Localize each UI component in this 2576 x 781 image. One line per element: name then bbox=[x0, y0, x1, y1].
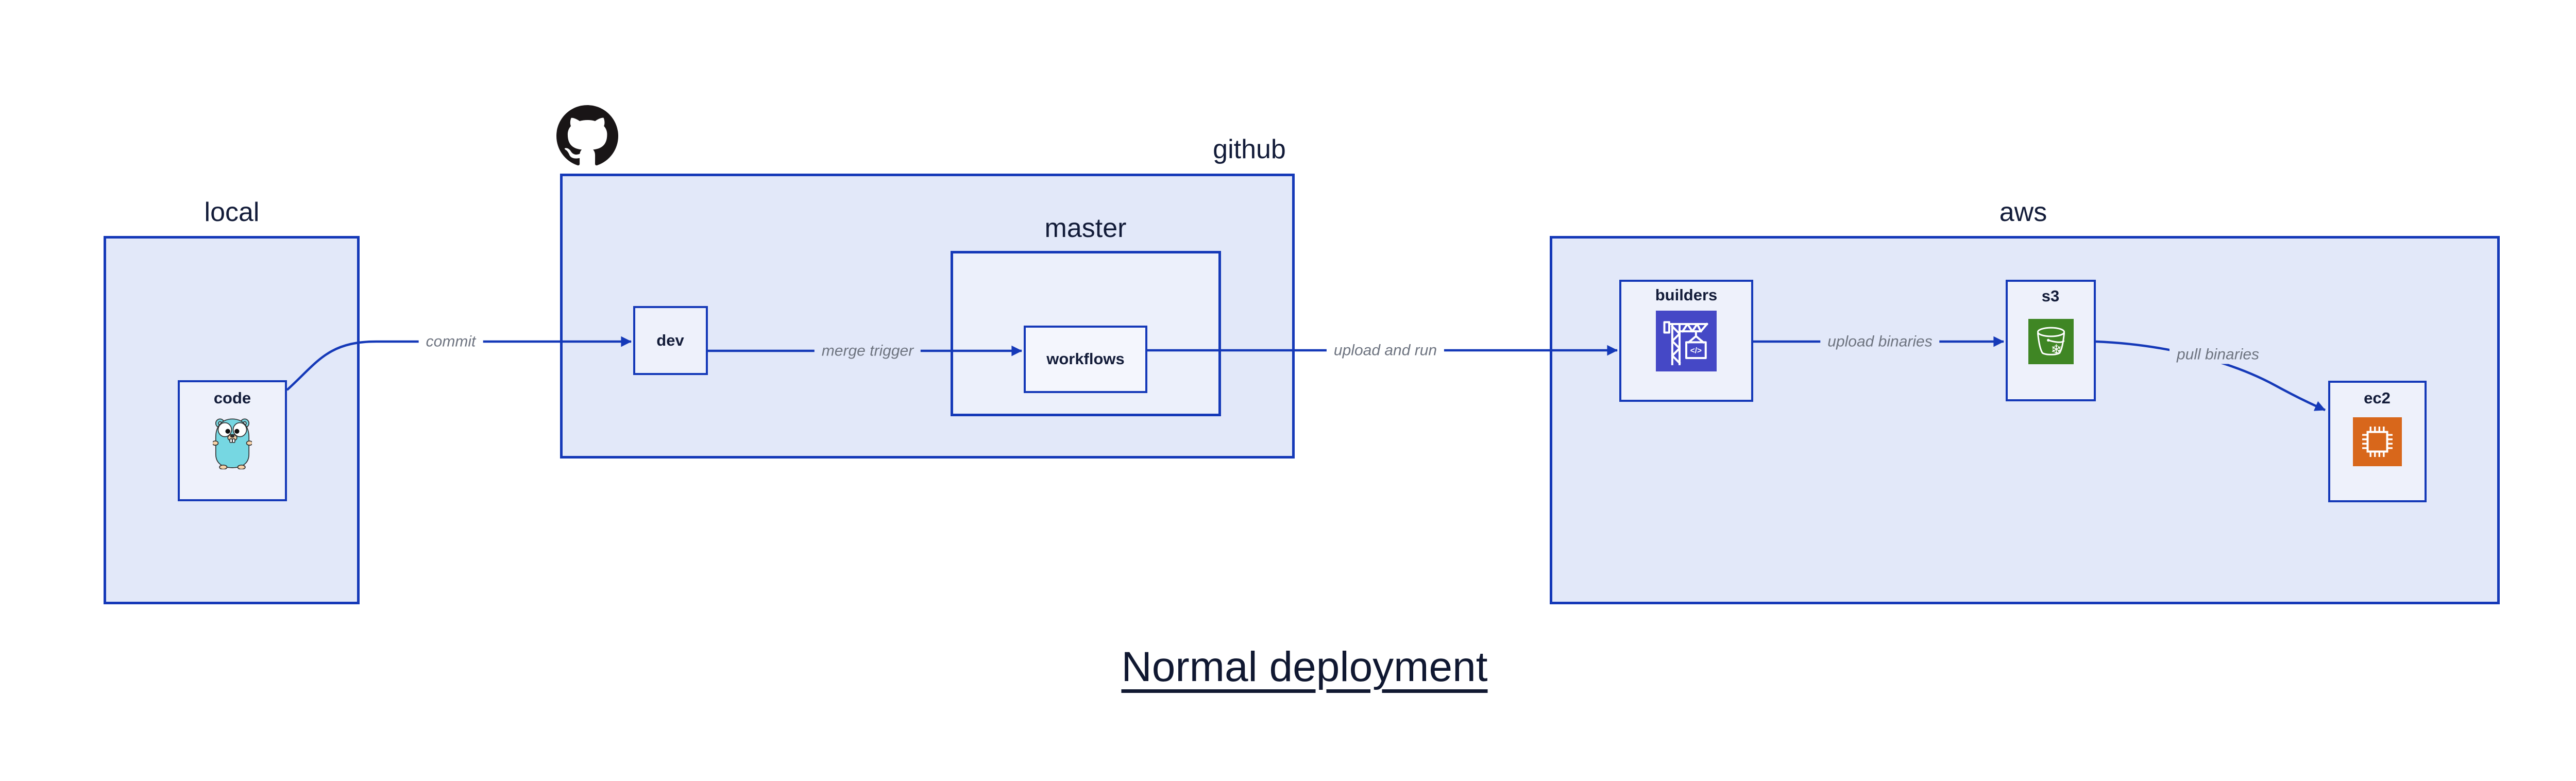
edge-label-commit: commit bbox=[418, 332, 483, 351]
node-s3-label: s3 bbox=[2041, 287, 2060, 305]
container-aws-label: aws bbox=[1999, 197, 2047, 227]
github-octocat-icon bbox=[556, 105, 618, 166]
node-workflows-label: workflows bbox=[1046, 350, 1125, 368]
aws-s3-glacier-bucket-icon: ❄ bbox=[2028, 319, 2074, 364]
node-dev bbox=[633, 306, 708, 375]
edge-pull-binaries-arrow bbox=[2095, 340, 2326, 412]
aws-codebuild-icon: </> bbox=[1656, 311, 1717, 371]
edge-label-upload-binaries: upload binaries bbox=[1820, 332, 1940, 351]
container-github-label: github bbox=[1213, 134, 1286, 164]
edge-label-upload-and-run: upload and run bbox=[1326, 341, 1445, 360]
node-ec2-label: ec2 bbox=[2364, 389, 2391, 407]
go-gopher-icon bbox=[213, 418, 252, 469]
glacier-snowflake-glyph: ❄ bbox=[2050, 342, 2062, 358]
node-workflows bbox=[1024, 326, 1147, 393]
edge-label-merge-trigger: merge trigger bbox=[814, 341, 921, 361]
node-code-label: code bbox=[213, 389, 251, 407]
codebuild-code-glyph: </> bbox=[1690, 347, 1702, 355]
node-dev-label: dev bbox=[656, 331, 684, 349]
edge-commit-arrow bbox=[286, 336, 632, 391]
container-master-label: master bbox=[1044, 213, 1127, 243]
edge-label-pull-binaries: pull binaries bbox=[2169, 345, 2267, 364]
aws-ec2-chip-icon bbox=[2353, 417, 2402, 466]
diagram-title: Normal deployment bbox=[1121, 643, 1488, 690]
node-builders-label: builders bbox=[1655, 286, 1718, 304]
container-local-label: local bbox=[204, 197, 260, 227]
